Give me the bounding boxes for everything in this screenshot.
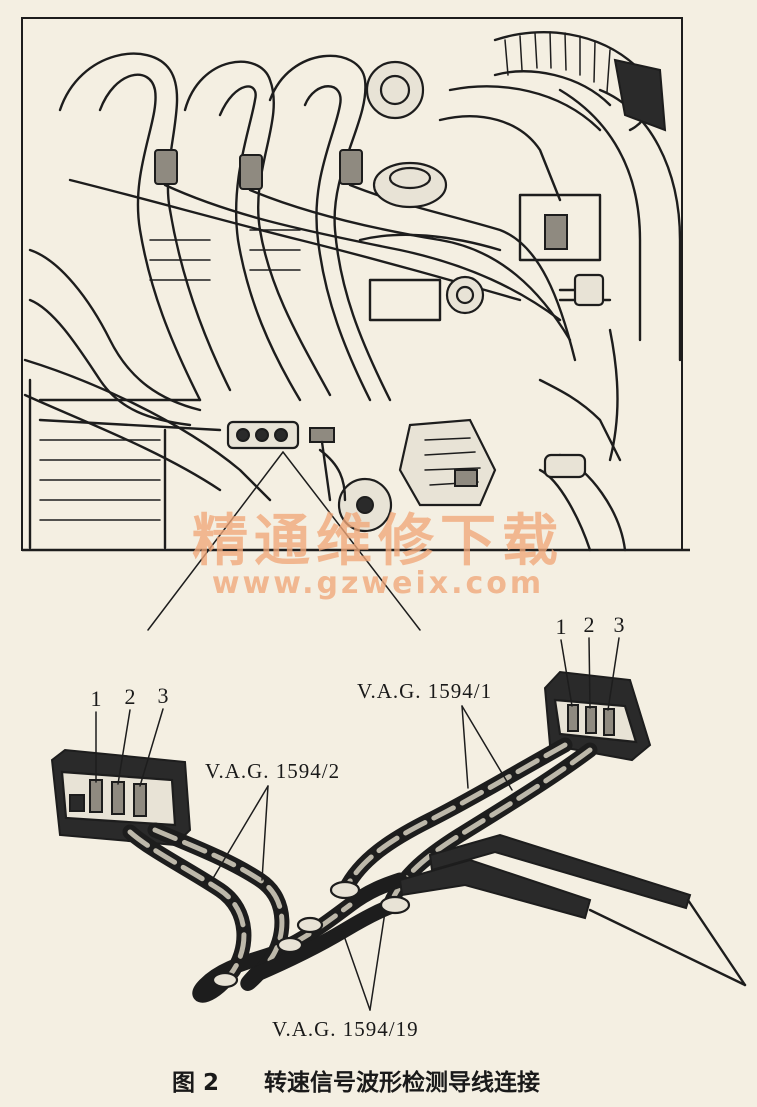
lead-label-1594-2: V.A.G. 1594/2 — [205, 759, 340, 881]
lead-label-vag-1594-19: V.A.G. 1594/19 — [272, 1017, 419, 1041]
connector-right — [543, 670, 652, 762]
engine-bay-illustration — [21, 17, 690, 552]
caption-title: 转速信号波形检测导线连接 — [264, 1069, 540, 1096]
ignition-module — [398, 418, 497, 507]
pin-label-right-3: 3 — [614, 612, 625, 637]
coolant-pipes — [438, 85, 622, 462]
lead-label-vag-1594-1: V.A.G. 1594/1 — [357, 679, 492, 703]
pin-label-left-2: 2 — [125, 684, 136, 709]
air-intake-hose — [493, 31, 682, 552]
test-leads — [122, 737, 747, 1003]
pin-label-right-2: 2 — [584, 612, 595, 637]
connector-left — [50, 748, 192, 847]
pin-label-left-1: 1 — [91, 686, 102, 711]
lead-label-1594-1: V.A.G. 1594/1 — [357, 679, 513, 791]
lead-label-1594-19: V.A.G. 1594/19 — [272, 911, 419, 1041]
speed-sensor-location — [226, 420, 335, 502]
watermark-chinese: 精通维修下载 — [192, 509, 564, 574]
distributor — [358, 60, 502, 322]
pin-labels-right: 1 2 3 — [556, 612, 625, 711]
pin-label-right-1: 1 — [556, 614, 567, 639]
watermark: 精通维修下载 www.gzweix.com — [192, 509, 564, 601]
zoom-leader-lines — [147, 451, 421, 631]
figure-caption: 图 2 转速信号波形检测导线连接 — [172, 1069, 540, 1096]
pin-labels-left: 1 2 3 — [91, 683, 169, 787]
pin-label-left-3: 3 — [158, 683, 169, 708]
lead-label-vag-1594-2: V.A.G. 1594/2 — [205, 759, 340, 783]
watermark-url: www.gzweix.com — [212, 566, 544, 601]
caption-figure-number: 图 2 — [172, 1070, 219, 1096]
engine-block — [23, 358, 393, 550]
